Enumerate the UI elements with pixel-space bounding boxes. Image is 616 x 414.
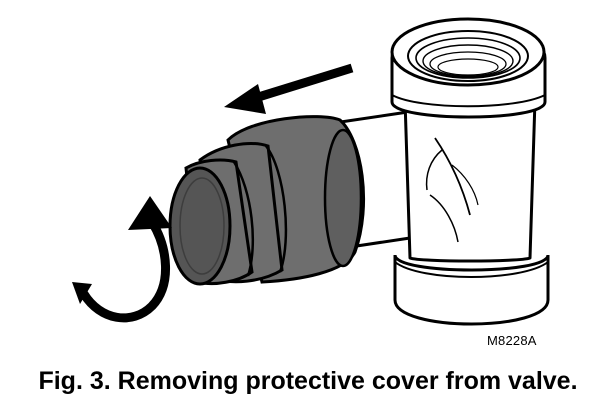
bottom-socket	[393, 254, 550, 326]
left-arrow-icon	[224, 63, 354, 114]
valve-illustration	[72, 17, 550, 326]
protective-cover	[168, 115, 365, 286]
figure-caption: Fig. 3. Removing protective cover from v…	[38, 367, 578, 395]
top-socket	[390, 17, 547, 119]
drawing-code: M8228A	[487, 333, 537, 348]
curved-rotation-arrow-icon	[72, 196, 172, 323]
